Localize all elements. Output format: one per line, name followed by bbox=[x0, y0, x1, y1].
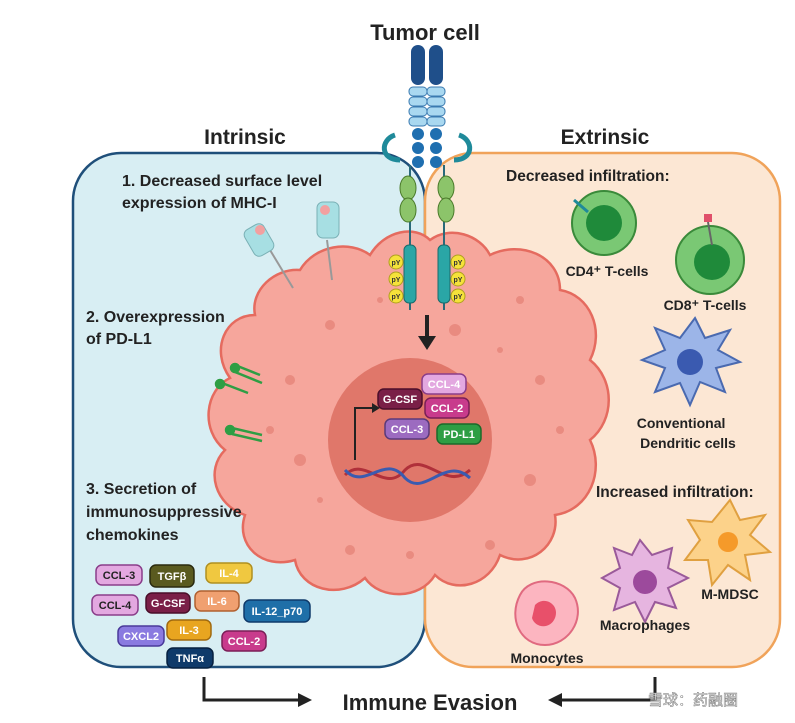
chemokine-chip: CCL-2 bbox=[221, 630, 267, 652]
increased-infiltration-label: Increased infiltration: bbox=[596, 484, 754, 501]
nucleus-chip: G-CSF bbox=[377, 388, 423, 410]
chemokine-chip: TGFβ bbox=[149, 564, 195, 588]
chemokine-chip: IL-4 bbox=[205, 562, 253, 584]
intrinsic-point-3: 3. Secretion of immunosuppressive chemok… bbox=[86, 481, 246, 544]
nucleus-chip: CCL-3 bbox=[384, 418, 430, 440]
cd4-t-cell-icon bbox=[571, 190, 637, 256]
dna-strand-2 bbox=[343, 467, 472, 485]
cd8-t-cell-icon bbox=[675, 214, 745, 295]
svg-text:pY: pY bbox=[454, 277, 463, 284]
chemokine-chip: CXCL2 bbox=[117, 625, 165, 647]
intrinsic-point-2: 2. Overexpression of PD-L1 bbox=[86, 309, 229, 348]
svg-text:CCL-4: CCL-4 bbox=[428, 379, 461, 391]
svg-text:CCL-4: CCL-4 bbox=[99, 600, 132, 612]
m-mdsc-icon bbox=[683, 498, 773, 588]
svg-text:CCL-3: CCL-3 bbox=[103, 570, 135, 582]
nucleus-chip: PD-L1 bbox=[436, 423, 482, 445]
dna-strand bbox=[343, 462, 471, 480]
nucleus-chip: CCL-2 bbox=[424, 397, 470, 419]
chemokine-chip: IL-3 bbox=[166, 619, 212, 641]
watermark: 雪球：药融圈 bbox=[648, 692, 738, 709]
svg-text:G-CSF: G-CSF bbox=[383, 394, 418, 406]
immune-evasion-label: Immune Evasion bbox=[343, 690, 518, 715]
svg-text:G-CSF: G-CSF bbox=[151, 598, 186, 610]
pd-l1-icon bbox=[214, 362, 263, 443]
immune-evasion-arrows bbox=[202, 677, 657, 702]
svg-text:pY: pY bbox=[454, 260, 463, 267]
cytoplasm-dots bbox=[266, 296, 564, 559]
receptor-dimer bbox=[381, 45, 473, 310]
macrophages-label: Macrophages bbox=[600, 617, 690, 633]
svg-text:IL-3: IL-3 bbox=[179, 625, 199, 637]
extrinsic-header: Extrinsic bbox=[561, 126, 650, 149]
svg-text:IL-12_p70: IL-12_p70 bbox=[252, 606, 303, 618]
svg-text:pY: pY bbox=[454, 294, 463, 301]
svg-text:TGFβ: TGFβ bbox=[158, 571, 187, 583]
svg-text:pY: pY bbox=[392, 260, 401, 267]
intrinsic-point-1: 1. Decreased surface level expression of… bbox=[122, 173, 327, 212]
cd4-label: CD4⁺ T-cells bbox=[566, 263, 649, 279]
m-mdsc-label: M-MDSC bbox=[701, 586, 759, 602]
chemokine-chip: IL-6 bbox=[194, 590, 240, 612]
phospho-tyrosine: pY pY pY pY pY pY bbox=[388, 254, 466, 304]
cd8-label: CD8⁺ T-cells bbox=[664, 297, 747, 313]
chemokine-chip: IL-12_p70 bbox=[243, 599, 311, 623]
macrophage-icon bbox=[599, 538, 691, 625]
page-title: Tumor cell bbox=[370, 20, 480, 45]
dendritic-cell-icon bbox=[639, 316, 743, 408]
svg-text:pY: pY bbox=[392, 294, 401, 301]
svg-text:CCL-2: CCL-2 bbox=[228, 636, 260, 648]
svg-text:CXCL2: CXCL2 bbox=[123, 631, 159, 643]
chemokine-chip: CCL-3 bbox=[95, 564, 143, 586]
svg-text:CCL-2: CCL-2 bbox=[431, 403, 463, 415]
svg-text:IL-4: IL-4 bbox=[219, 568, 239, 580]
decreased-infiltration-label: Decreased infiltration: bbox=[506, 168, 670, 185]
svg-text:CCL-3: CCL-3 bbox=[391, 424, 423, 436]
svg-text:TNFα: TNFα bbox=[176, 653, 204, 665]
chemokine-chip: TNFα bbox=[166, 647, 214, 669]
monocytes-label: Monocytes bbox=[510, 650, 583, 666]
dendritic-label: Conventional Dendritic cells bbox=[637, 415, 736, 451]
svg-text:PD-L1: PD-L1 bbox=[443, 429, 475, 441]
monocyte-icon bbox=[514, 580, 579, 647]
mhc-icon bbox=[243, 201, 340, 289]
nucleus-chip: CCL-4 bbox=[421, 373, 467, 395]
svg-text:pY: pY bbox=[392, 277, 401, 284]
intrinsic-header: Intrinsic bbox=[204, 126, 286, 149]
chemokine-chip: G-CSF bbox=[145, 592, 191, 614]
svg-text:IL-6: IL-6 bbox=[207, 596, 227, 608]
chemokine-chip: CCL-4 bbox=[91, 594, 139, 616]
transcription-arrow bbox=[354, 407, 372, 460]
signal-arrow bbox=[418, 315, 436, 350]
